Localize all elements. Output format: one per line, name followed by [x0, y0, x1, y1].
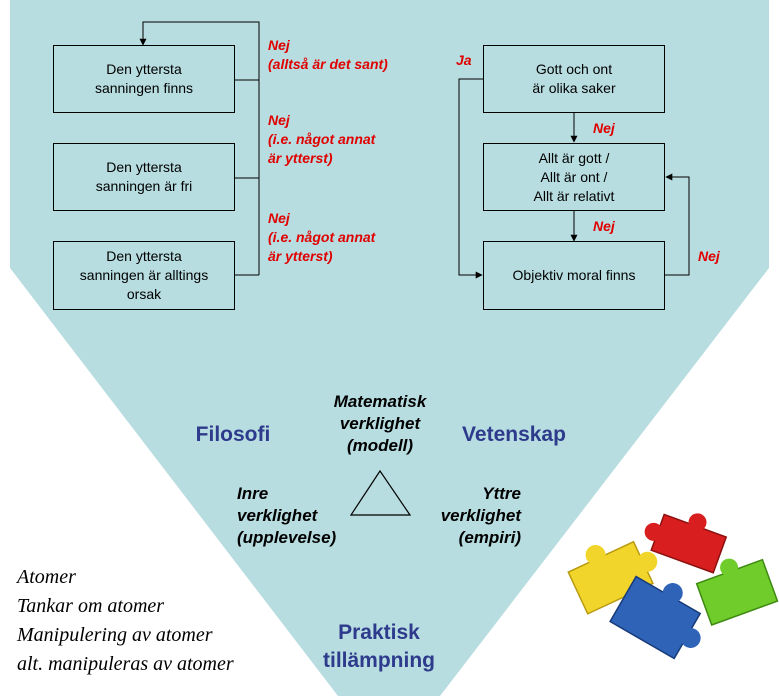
atom-list: Atomer Tankar om atomer Manipulering av …: [17, 563, 234, 679]
label-praktisk-tillampning: Praktisk tillämpning: [323, 621, 435, 672]
background-funnel: [10, 0, 769, 696]
label-filosofi: Filosofi: [195, 423, 271, 446]
box-allt-relativt: Allt är gott / Allt är ont / Allt är rel…: [483, 143, 665, 211]
label-nej-right-1: Nej: [593, 120, 615, 136]
label-nej-right-3: Nej: [698, 248, 720, 264]
atom-list-item: Tankar om atomer: [17, 595, 165, 617]
label-vetenskap: Vetenskap: [462, 423, 566, 446]
box-sanningen-orsak: Den yttersta sanningen är alltings orsak: [53, 241, 235, 310]
label-nej-right-2: Nej: [593, 218, 615, 234]
label-nej-2: Nej (i.e. något annat är ytterst): [268, 112, 376, 166]
atom-list-item: Atomer: [17, 566, 76, 588]
puzzle-pieces-icon: [567, 513, 779, 660]
atom-list-item: Manipulering av atomer: [17, 624, 213, 646]
triangle-shape: [349, 469, 412, 516]
right-loop-arrow: [665, 173, 690, 276]
label-matematisk-verklighet: Matematisk verklighet (modell): [333, 392, 427, 455]
label-nej-1: Nej (alltså är det sant): [268, 37, 388, 72]
label-nej-3: Nej (i.e. något annat är ytterst): [268, 210, 376, 264]
label-inre-verklighet: Inre verklighet (upplevelse): [237, 484, 337, 547]
box-sanningen-fri: Den yttersta sanningen är fri: [53, 143, 235, 211]
atom-list-item: alt. manipuleras av atomer: [17, 653, 234, 675]
label-ja: Ja: [456, 52, 472, 68]
ja-arrow: [458, 78, 483, 279]
box-gott-och-ont: Gott och ont är olika saker: [483, 45, 665, 113]
box-objektiv-moral: Objektiv moral finns: [483, 241, 665, 310]
box-sanningen-finns: Den yttersta sanningen finns: [53, 45, 235, 113]
label-yttre-verklighet: Yttre verklighet (empiri): [440, 484, 521, 547]
left-loop-arrow: [139, 21, 260, 81]
